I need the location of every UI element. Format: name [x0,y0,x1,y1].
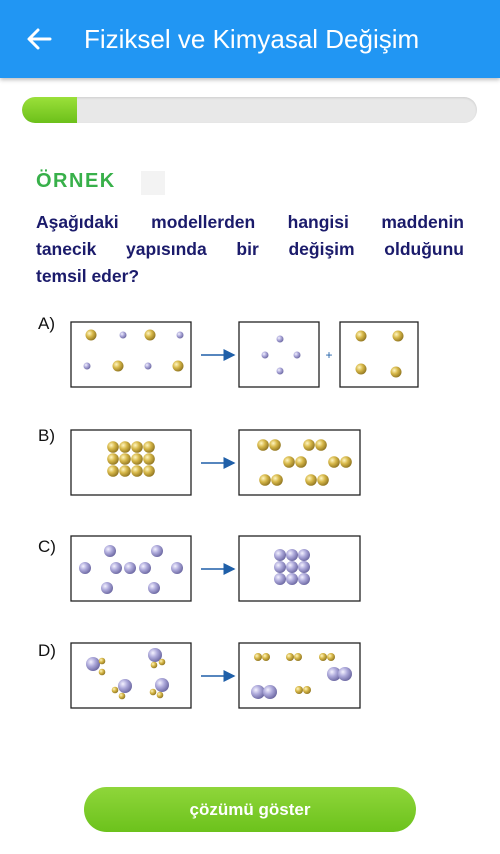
lavender-particle [144,362,152,370]
option-c-before-box [70,535,192,602]
option-b-after-box [238,429,361,496]
option-d-label[interactable]: D) [38,641,56,660]
gold-particle [355,330,367,342]
option-a-diagram: + [70,321,419,388]
option-a-after-box-2 [339,321,419,388]
lavender-particle [293,351,301,359]
lavender-particle [276,367,284,375]
lavender-particle [119,331,127,339]
lavender-particle [176,331,184,339]
lavender-particle [83,362,91,370]
arrow-left-icon [27,28,52,50]
lavender-particle-grid [274,549,310,585]
option-d-after-box [238,642,361,709]
gold-particle [355,363,367,375]
lavender-particle [261,351,269,359]
example-label: ÖRNEK [36,170,116,192]
example-badge [141,171,165,195]
option-a-after-box-1 [238,321,320,388]
back-button[interactable] [22,22,56,56]
progress-bar [22,97,477,123]
option-c-after-box [238,535,361,602]
gold-particle [112,360,124,372]
option-d-before-box [70,642,192,709]
lavender-particle [276,335,284,343]
option-b-diagram [70,429,361,496]
question-line: tanecik yapısında bir değişim olduğunu [36,239,464,259]
option-c-label[interactable]: C) [38,537,56,556]
gold-particle [390,366,402,378]
option-c-diagram [70,535,361,602]
option-a-before-box [70,321,192,388]
app-bar: Fiziksel ve Kimyasal Değişim [0,0,500,78]
option-b-before-box [70,429,192,496]
show-solution-button[interactable]: çözümü göster [84,787,416,832]
option-d-diagram [70,642,361,709]
question-line: Aşağıdaki modellerden hangisi maddenin [36,212,464,232]
gold-particle [85,329,97,341]
option-b-label[interactable]: B) [38,426,55,445]
progress-fill [22,97,77,123]
gold-particle [392,330,404,342]
gold-particle [172,360,184,372]
question-line: temsil eder? [36,266,140,286]
plus-sign: + [325,348,332,362]
option-a-label[interactable]: A) [38,314,55,333]
gold-particle-grid [107,441,155,477]
question-text: Aşağıdaki modellerden hangisi maddenin t… [36,209,464,290]
gold-particle [144,329,156,341]
page-title: Fiziksel ve Kimyasal Değişim [84,24,420,54]
